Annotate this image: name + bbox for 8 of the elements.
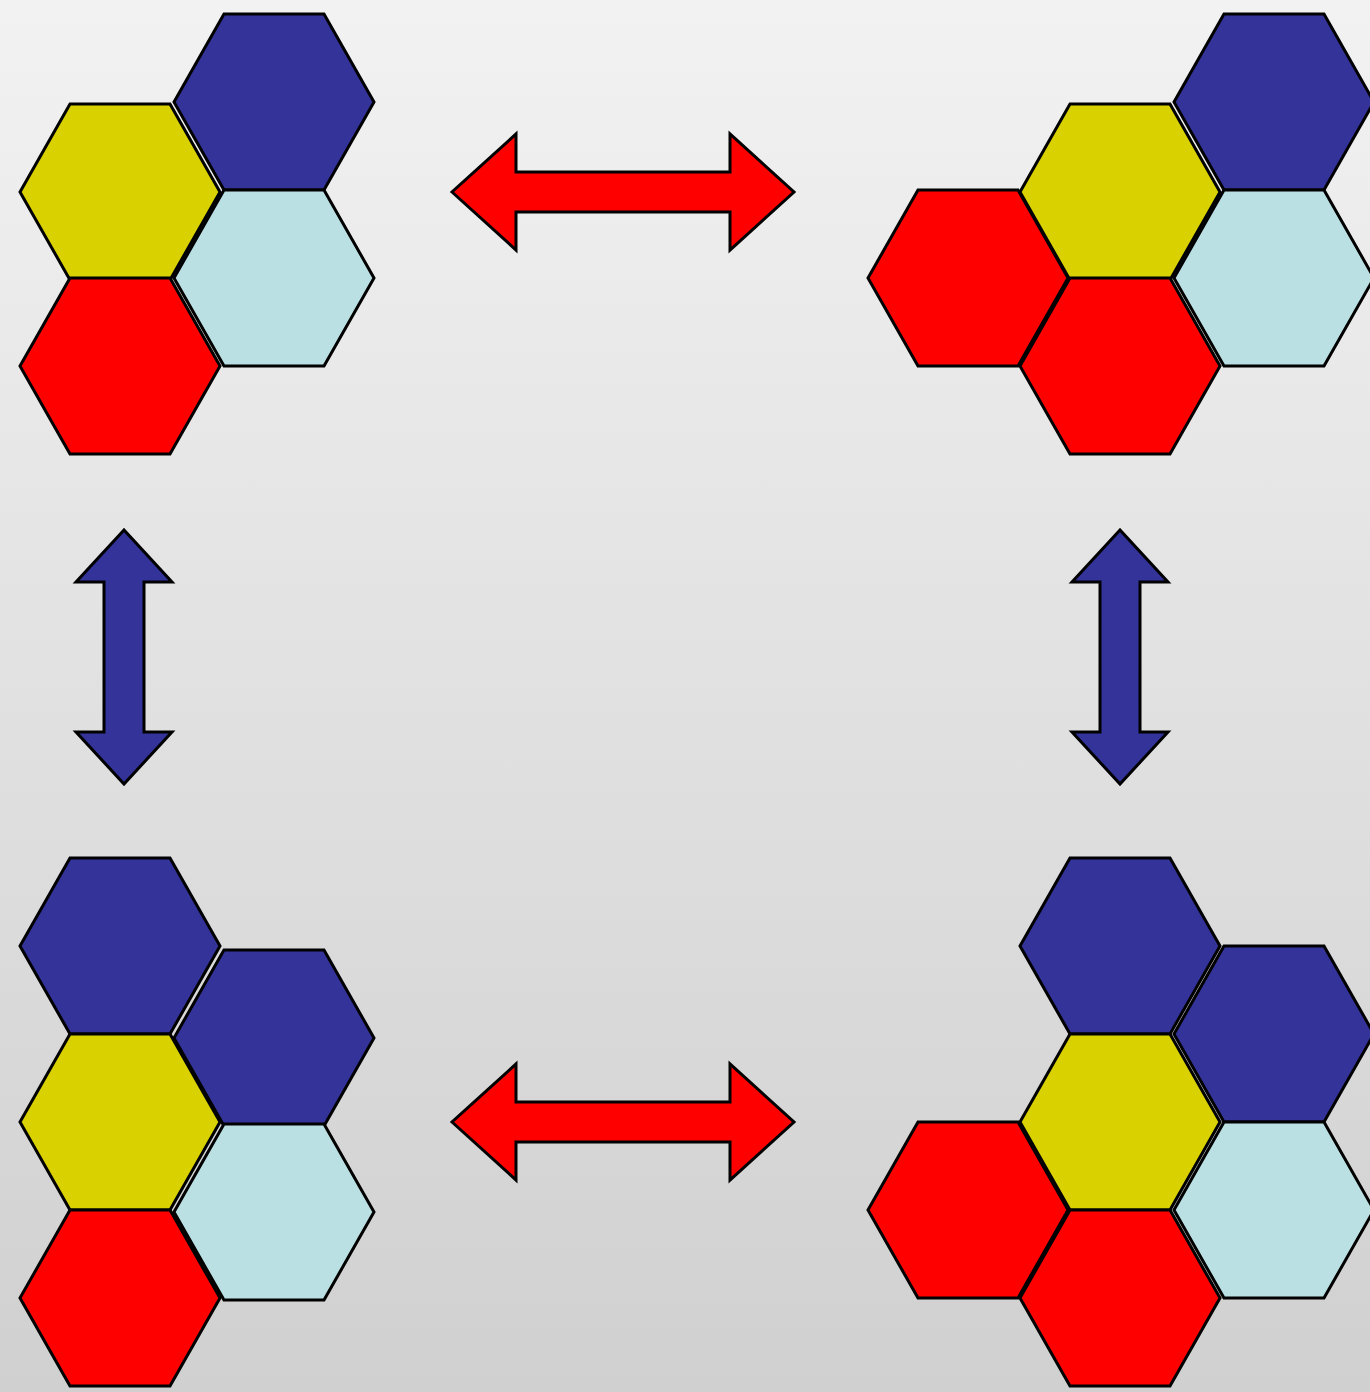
hexagon-cluster-drawing bbox=[18, 12, 380, 458]
double-arrow bbox=[1068, 527, 1172, 787]
double-arrow bbox=[72, 527, 176, 787]
double-arrow bbox=[449, 130, 797, 254]
hexagon-cluster-drawing bbox=[866, 856, 1370, 1388]
hexagon-cluster-drawing bbox=[866, 12, 1370, 458]
hexagon-cluster-drawing bbox=[18, 856, 380, 1388]
double-arrow bbox=[449, 1060, 797, 1184]
